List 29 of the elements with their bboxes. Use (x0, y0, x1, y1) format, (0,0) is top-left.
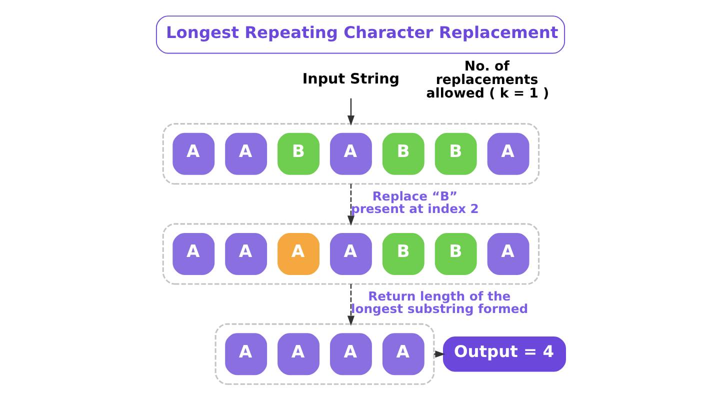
node-text: Input String (302, 71, 400, 88)
node-box: Output = 4 (442, 336, 566, 372)
node-box: A (486, 232, 529, 275)
node-box: A (277, 333, 319, 376)
node-box: B (434, 232, 476, 275)
arrow (346, 184, 354, 226)
node-box: A (382, 333, 424, 376)
node-box: A (224, 333, 267, 376)
node-box: A (224, 232, 267, 275)
node-box: A (277, 232, 319, 275)
label: No. of replacements allowed ( k = 1 ) (426, 60, 549, 102)
edge-label: Return length of the longest substring formed (350, 288, 528, 316)
node-box: A (486, 132, 529, 175)
cluster (162, 223, 540, 285)
diagram-title: Longest Repeating Character Replacement (165, 23, 558, 42)
arrow (346, 284, 354, 326)
node-box: B (434, 132, 476, 175)
node-box: B (382, 232, 424, 275)
node-box: A (329, 132, 372, 175)
cluster (162, 123, 540, 185)
node-box: B (382, 132, 424, 175)
edge-label: Replace “B” present at index 2 (350, 188, 478, 216)
node-box: A (329, 333, 372, 376)
node-box: B (277, 132, 319, 175)
node-box: A (172, 232, 214, 275)
node-box: A (224, 132, 267, 175)
arrow (346, 98, 354, 126)
node-box: A (329, 232, 372, 275)
node-box: A (172, 132, 214, 175)
